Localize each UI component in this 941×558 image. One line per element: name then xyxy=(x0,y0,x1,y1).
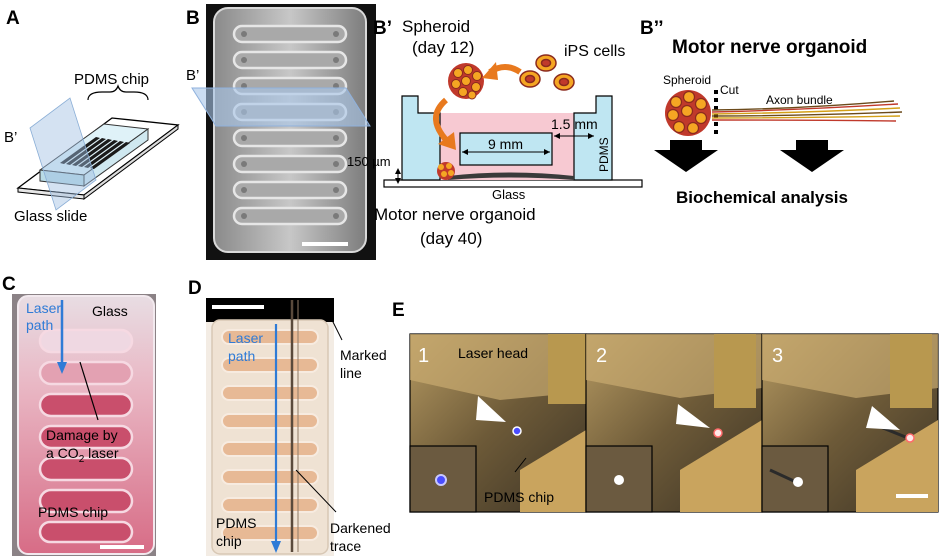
axon-bundle-label: Axon bundle xyxy=(766,93,833,107)
panel-a-diagram xyxy=(16,84,180,211)
panel-label-a: A xyxy=(6,8,20,29)
scale-bar-e xyxy=(896,494,928,498)
biochemical-analysis-label: Biochemical analysis xyxy=(676,188,848,207)
plane-label-b: B’ xyxy=(186,67,199,84)
laser-label-d2: path xyxy=(228,348,255,364)
axon-bundle-cross-section xyxy=(448,172,574,180)
height-dimension-label: 150 µm xyxy=(347,154,391,169)
bpp-title: Motor nerve organoid xyxy=(672,37,867,58)
pdms-chip-label-d1: PDMS xyxy=(216,515,256,531)
pdms-chip-label: PDMS chip xyxy=(74,71,149,88)
frame-3 xyxy=(761,333,939,513)
cut-plane-b xyxy=(191,87,371,127)
panel-label-b: B xyxy=(186,8,200,29)
darkened-trace-label-2: trace xyxy=(330,538,361,554)
spheroid-day: (day 12) xyxy=(412,38,474,57)
glass-base xyxy=(383,179,643,188)
glass-slide-label: Glass slide xyxy=(14,208,87,225)
cut-label: Cut xyxy=(720,83,739,97)
width-dimension-label: 1.5 mm xyxy=(551,116,598,132)
marked-line-label-2: line xyxy=(340,365,362,381)
panel-e-photos xyxy=(409,333,939,513)
spheroid-organoid-icon xyxy=(665,90,711,136)
pdms-label-bprime: PDMS xyxy=(597,137,611,172)
white-arrowhead-2 xyxy=(676,404,710,428)
damage-label-1: Damage by xyxy=(46,427,118,443)
darkened-trace-label-1: Darkened xyxy=(330,520,391,536)
frame-1-number: 1 xyxy=(418,345,429,367)
pdms-chip-label-e: PDMS chip xyxy=(484,489,554,505)
spheroid-label: Spheroid xyxy=(402,17,470,36)
arrow-spheroid-to-chip xyxy=(433,97,451,145)
scale-bar-b xyxy=(302,242,348,246)
pdms-wall-left xyxy=(401,95,441,181)
damage-label-2: a CO2 laser xyxy=(46,445,119,465)
frame-3-number: 3 xyxy=(772,345,783,367)
down-arrow-right xyxy=(780,140,844,172)
axon-bundle xyxy=(711,100,903,122)
scale-bar-d xyxy=(212,305,264,309)
frame-1 xyxy=(409,333,587,513)
ips-cells-icon xyxy=(519,54,575,91)
laser-label-c2: path xyxy=(26,317,53,333)
panel-bprime-diagram xyxy=(383,54,643,188)
laser-label-c1: Laser xyxy=(26,300,61,316)
pdms-center xyxy=(459,132,553,166)
organoid-day: (day 40) xyxy=(420,229,482,248)
pdms-chip-label-c: PDMS chip xyxy=(38,504,108,520)
laser-dot-1 xyxy=(512,426,522,436)
cut-plane-a xyxy=(29,97,97,211)
panel-bpp-diagram xyxy=(654,90,903,172)
laser-dot-3 xyxy=(905,433,915,443)
marked-line-label-1: Marked xyxy=(340,347,387,363)
scale-bar-c xyxy=(100,545,144,549)
bpp-spheroid-label: Spheroid xyxy=(663,73,711,87)
spheroid-icon xyxy=(448,63,484,100)
length-dimension-label: 9 mm xyxy=(488,136,523,152)
panel-label-c: C xyxy=(2,274,16,295)
panel-label-e: E xyxy=(392,300,405,321)
frame-2 xyxy=(585,333,763,513)
panel-label-bdoubleprime: B’’ xyxy=(640,18,664,39)
laser-dot-2 xyxy=(713,428,723,438)
organoid-label: Motor nerve organoid xyxy=(374,205,536,224)
frame-2-number: 2 xyxy=(596,345,607,367)
glass-label-c: Glass xyxy=(92,303,128,319)
laser-head-label: Laser head xyxy=(458,345,528,361)
panel-b-photo xyxy=(191,4,376,260)
ips-cells-label: iPS cells xyxy=(564,43,625,60)
panel-label-bprime: B’ xyxy=(373,18,392,39)
plane-label-a: B’ xyxy=(4,129,17,146)
brace xyxy=(87,84,149,101)
panel-d-photo xyxy=(206,298,343,556)
organoid-bprime xyxy=(437,162,455,180)
down-arrow-left xyxy=(654,140,718,172)
glass-label-bprime: Glass xyxy=(492,187,526,202)
white-arrowhead-1 xyxy=(476,396,506,422)
panel-c-photo xyxy=(12,294,156,556)
laser-label-d1: Laser xyxy=(228,330,263,346)
pdms-chip-label-d2: chip xyxy=(216,533,242,549)
white-arrowhead-3 xyxy=(866,406,900,430)
panel-label-d: D xyxy=(188,278,202,299)
